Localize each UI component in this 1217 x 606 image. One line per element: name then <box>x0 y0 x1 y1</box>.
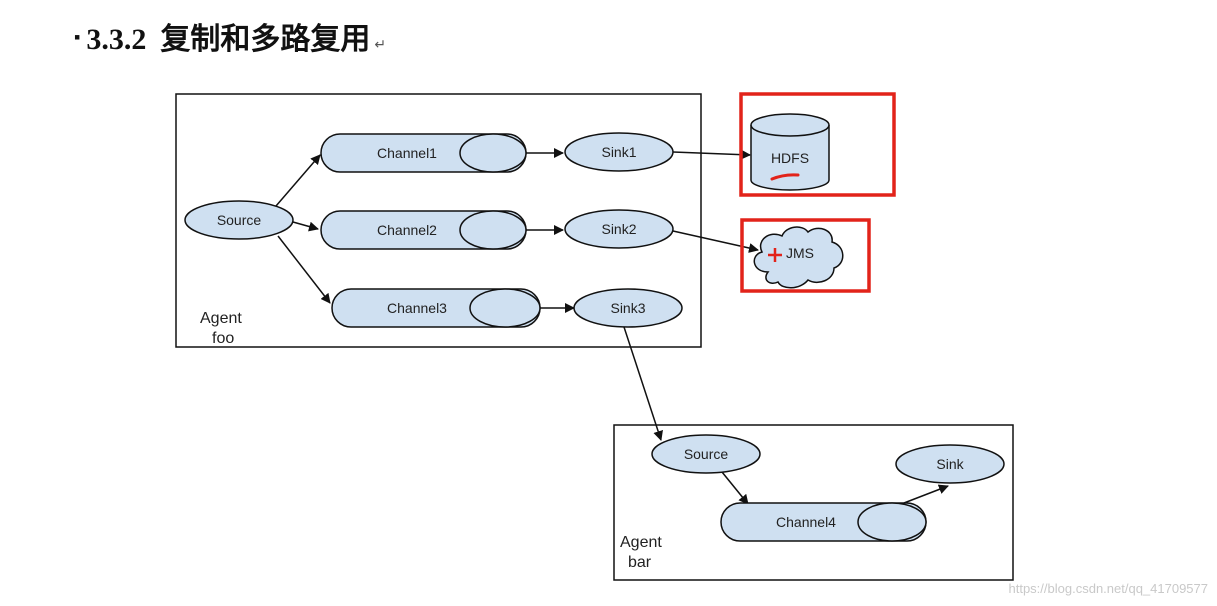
edge-channel4-sink <box>903 484 949 504</box>
edge-bar-source-channel4 <box>721 471 749 505</box>
edge-source-channel2 <box>292 221 319 232</box>
bar-sink-node <box>895 444 1005 484</box>
bar-sink-label: Sink <box>936 456 964 472</box>
heading-title: 复制和多路复用 <box>160 23 371 56</box>
hdfs-label: HDFS <box>771 150 809 166</box>
agent-bar-label-line2: bar <box>628 554 652 571</box>
edge-source-channel1 <box>275 154 321 207</box>
jms-label: JMS <box>786 245 814 261</box>
sink1-label: Sink1 <box>601 144 636 160</box>
source-label: Source <box>217 212 262 228</box>
red-cursor-cross <box>768 248 782 262</box>
agent-foo-label-line2: foo <box>212 330 234 347</box>
source-node <box>184 200 294 240</box>
watermark: https://blog.csdn.net/qq_41709577 <box>1009 581 1209 596</box>
bar-source-node <box>651 434 761 474</box>
channel1-node <box>320 133 527 173</box>
channel3-node <box>331 288 541 328</box>
jms-cloud-icon <box>753 226 844 289</box>
section-heading: ▪3.3.2 复制和多路复用↵ <box>74 14 386 58</box>
heading-bullet: ▪ <box>74 27 81 47</box>
hdfs-database-icon <box>750 113 830 191</box>
channel4-label: Channel4 <box>776 514 836 530</box>
sink2-node <box>564 209 674 249</box>
bar-source-label: Source <box>684 446 729 462</box>
channel1-label: Channel1 <box>377 145 437 161</box>
hdfs-red-underline <box>770 173 800 181</box>
heading-number: 3.3.2 <box>86 23 147 56</box>
paragraph-mark: ↵ <box>374 38 387 53</box>
channel4-node <box>720 502 927 542</box>
edge-sink2-jms <box>672 230 759 253</box>
jms-highlight-box <box>740 218 871 293</box>
agent-bar-label-line1: Agent <box>620 534 662 551</box>
sink2-label: Sink2 <box>601 221 636 237</box>
sink3-node <box>573 288 683 328</box>
edge-source-channel3 <box>277 235 331 304</box>
edge-sink3-agent-bar-source <box>623 326 663 441</box>
channel3-label: Channel3 <box>387 300 447 316</box>
channel2-label: Channel2 <box>377 222 437 238</box>
agent-foo-label-line1: Agent <box>200 310 242 327</box>
edge-sink1-hdfs <box>672 149 751 160</box>
agent-bar-box <box>613 424 1014 581</box>
sink3-label: Sink3 <box>610 300 645 316</box>
agent-foo-box <box>175 93 702 348</box>
hdfs-highlight-box <box>739 92 896 197</box>
channel2-node <box>320 210 527 250</box>
